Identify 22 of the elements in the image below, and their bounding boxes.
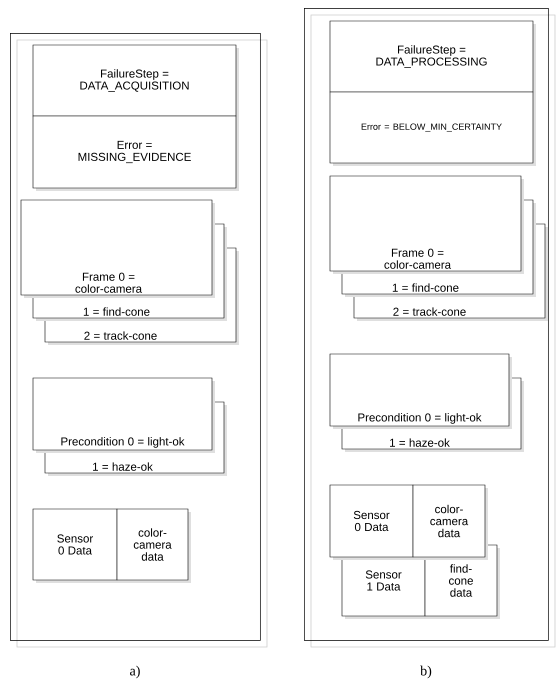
panel-caption: a) [130,666,140,678]
node-label: 1 = haze-ok [390,438,450,447]
precondition-card-stack: Precondition 0 = light-ok 1 = haze-ok [330,354,524,452]
node-label: 2 = track-cone [393,307,466,316]
node-label: 2 = track-cone [84,331,157,340]
precondition-card-stack: Precondition 0 = light-ok 1 = haze-ok [32,378,227,476]
table-cell: color-camera data [116,508,191,583]
table-cell: Sensor 0 Data [330,484,416,560]
node-label: 1 = find-cone [392,283,459,292]
frame-card-stack: Frame 0 = color-camera 1 = find-cone 2 = track-cone [330,176,548,321]
table-cell: color-camera data [412,484,488,560]
panel-frame [10,33,268,648]
panel-caption: b) [420,666,432,678]
failure-step-box: FailureStep = DATA_PROCESSING [330,20,536,95]
node-label: 1 = find-cone [84,307,150,316]
failure-step-box: FailureStep = DATA_ACQUISITION [32,44,239,119]
panel-frame [304,8,556,648]
frame-card-stack: Frame 0 = color-camera 1 = find-cone 2 = track-cone [20,200,239,345]
error-box: Error = BELOW_MIN_CERTAINTY [330,92,536,166]
table-cell: Sensor 0 Data [32,508,120,583]
node-label: 1 = haze-ok [93,462,153,471]
error-box: Error = MISSING_EVIDENCE [32,116,239,191]
